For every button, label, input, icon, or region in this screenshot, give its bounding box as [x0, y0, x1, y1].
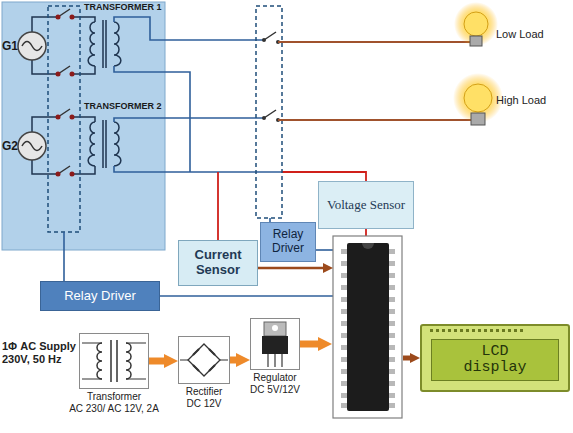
lcd-screen: LCD display [431, 339, 559, 381]
transformer-symbol [80, 334, 148, 388]
display-text: LCD display [453, 344, 537, 376]
stage-text: AC 230/ AC 12V, 2A [69, 403, 159, 415]
supply-stage: RectifierDC 12V [176, 336, 232, 409]
supply-stage: RegulatorDC 5V/12V [246, 318, 304, 395]
power-arrow [149, 358, 164, 365]
rectifier-symbol [179, 337, 229, 383]
transformer-name: TRANSFORMER 1 [84, 2, 162, 13]
driver-name: Relay Driver [263, 228, 313, 256]
sensor-box: Current Sensor [178, 240, 258, 286]
driver-box: Relay Driver [260, 222, 316, 262]
stage-text: Rectifier [186, 386, 223, 398]
generator-name: G1 [2, 39, 18, 53]
microcontroller [333, 236, 402, 418]
driver-box: Relay Driver [40, 281, 160, 311]
stage-text: DC 12V [186, 398, 221, 410]
generator-name: G2 [2, 139, 18, 153]
lcd-display: LCD display [420, 324, 570, 392]
load-name: Low Load [496, 28, 544, 41]
generator-symbols [18, 32, 46, 160]
generator-panel [2, 2, 165, 250]
sensor-box: Voltage Sensor [318, 181, 414, 229]
stage-text: Regulator [253, 372, 296, 384]
supply-wires [64, 17, 333, 296]
transformer-name: TRANSFORMER 2 [84, 101, 162, 112]
supply-rating: 1Φ AC Supply 230V, 50 Hz [2, 340, 78, 366]
regulator-symbol [251, 319, 299, 369]
stage-text: Transformer [87, 391, 141, 403]
load-relay [256, 6, 282, 218]
sensor-name: Voltage Sensor [327, 198, 405, 213]
load-name: High Load [496, 94, 546, 107]
changeover-switches [48, 6, 80, 232]
power-arrow [230, 357, 236, 364]
transformer-box [79, 333, 149, 389]
load-wires [278, 42, 471, 120]
regulator-box [250, 318, 300, 370]
stage-text: DC 5V/12V [250, 384, 300, 396]
rectifier-box [178, 336, 230, 384]
driver-name: Relay Driver [64, 289, 136, 304]
signal-arrows [258, 268, 410, 358]
pin-header [430, 328, 530, 334]
bulbs [453, 2, 503, 125]
supply-stage: TransformerAC 230/ AC 12V, 2A [64, 333, 164, 414]
sensor-name: Current Sensor [182, 248, 254, 278]
